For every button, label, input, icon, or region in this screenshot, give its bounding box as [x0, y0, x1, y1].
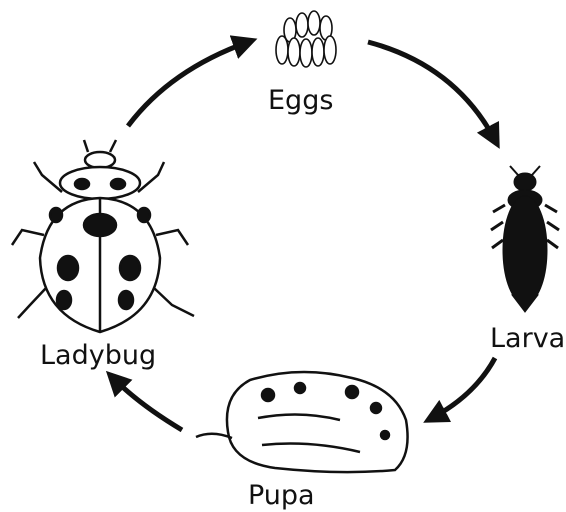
- ladybug-label: Ladybug: [40, 342, 156, 369]
- larva-icon: [491, 166, 559, 312]
- arrow-eggs-to-larva: [368, 42, 495, 140]
- eggs-label: Eggs: [268, 87, 333, 114]
- pupa-label: Pupa: [248, 482, 315, 509]
- ladybug-icon: [12, 140, 194, 332]
- larva-label: Larva: [490, 325, 565, 352]
- pupa-icon: [196, 372, 408, 472]
- arrow-ladybug-to-eggs: [128, 42, 248, 126]
- eggs-icon: [276, 11, 336, 67]
- arrow-larva-to-pupa: [432, 358, 495, 418]
- arrow-pupa-to-ladybug: [113, 378, 182, 430]
